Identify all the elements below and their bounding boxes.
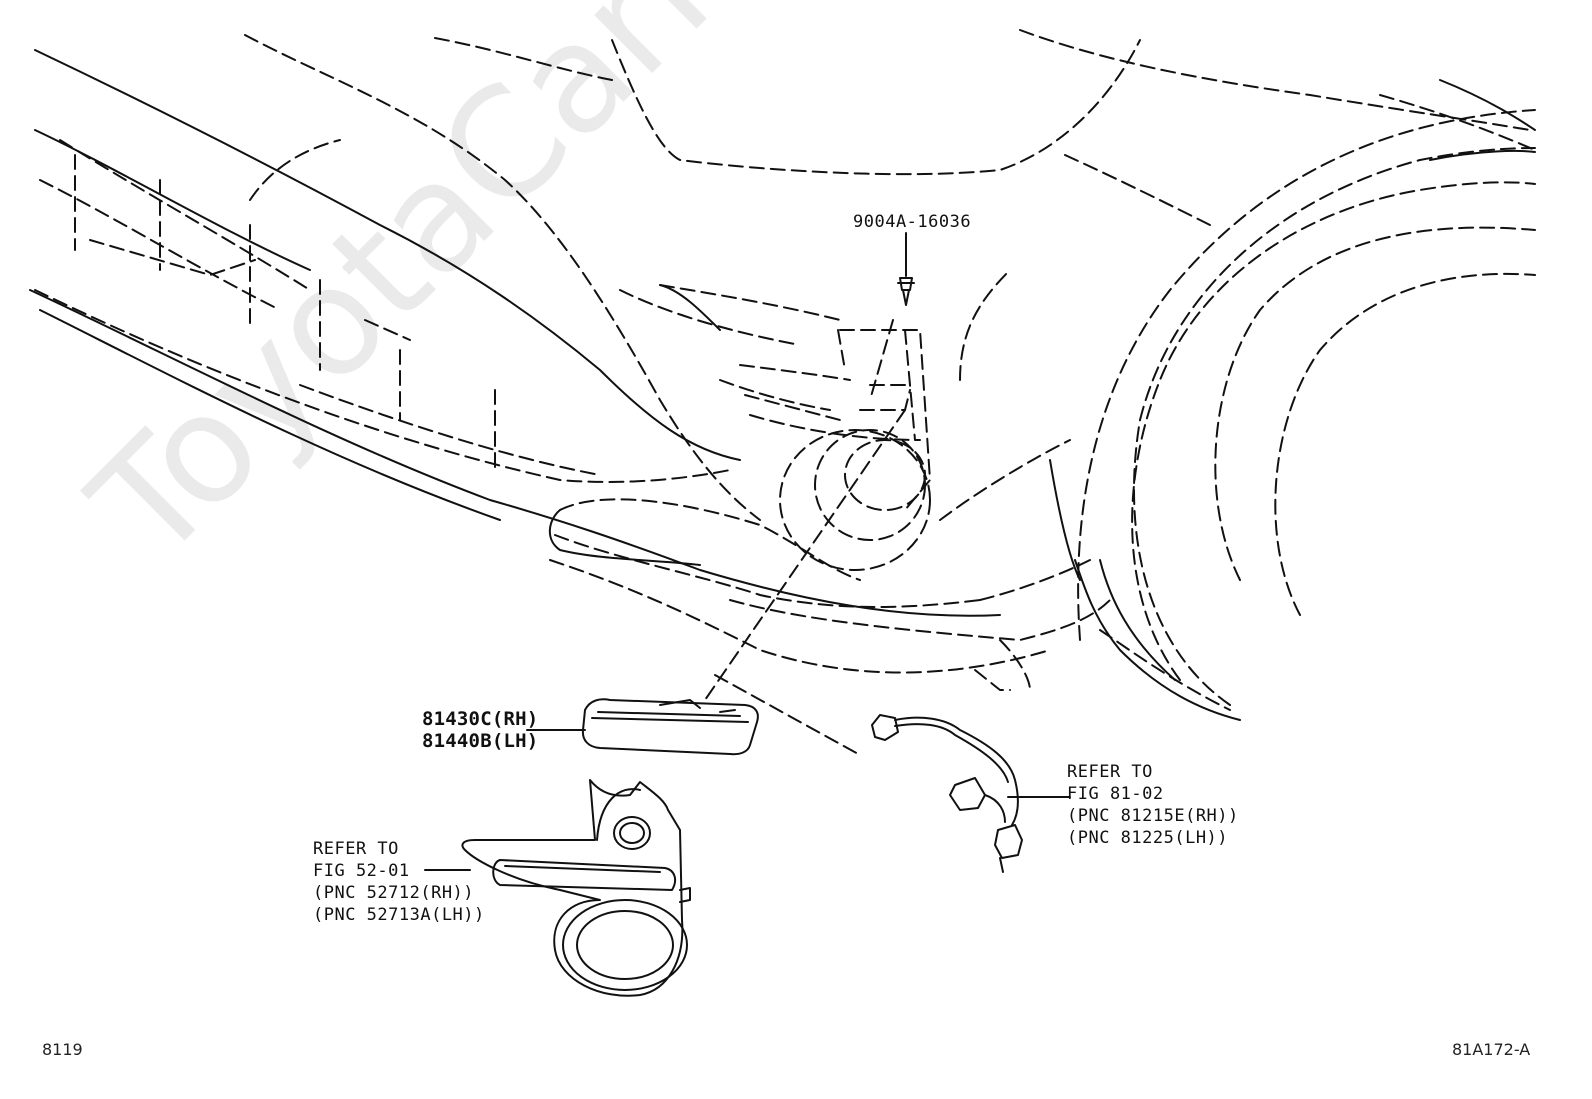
wiring-reference-line3: (PNC 81215E(RH)) — [1067, 806, 1239, 826]
page-number: 8119 — [42, 1040, 83, 1059]
clip-fastener-icon — [897, 277, 915, 306]
bumper-solid-lines — [29, 49, 1536, 721]
cover-reference-line2: FIG 52-01 — [313, 861, 410, 881]
cover-reference-line3: (PNC 52712(RH)) — [313, 883, 475, 903]
bumper-cover-bezel-icon — [461, 779, 691, 997]
diagram-code: 81A172-A — [1452, 1040, 1531, 1059]
lamp-part-number-rh: 81430C(RH) — [422, 708, 539, 730]
vehicle-body-outline — [34, 29, 1536, 756]
wiring-reference-line1: REFER TO — [1067, 762, 1153, 782]
cover-reference-line4: (PNC 52713A(LH)) — [313, 905, 485, 925]
wiring-reference-line2: FIG 81-02 — [1067, 784, 1164, 804]
cover-reference-line1: REFER TO — [313, 839, 399, 859]
wiring-harness-icon — [871, 714, 1071, 873]
lamp-part-number-lh: 81440B(LH) — [422, 730, 539, 752]
lamp-unit-icon — [581, 698, 759, 756]
clip-part-number: 9004A-16036 — [853, 212, 972, 232]
wiring-reference-line4: (PNC 81225(LH)) — [1067, 828, 1229, 848]
